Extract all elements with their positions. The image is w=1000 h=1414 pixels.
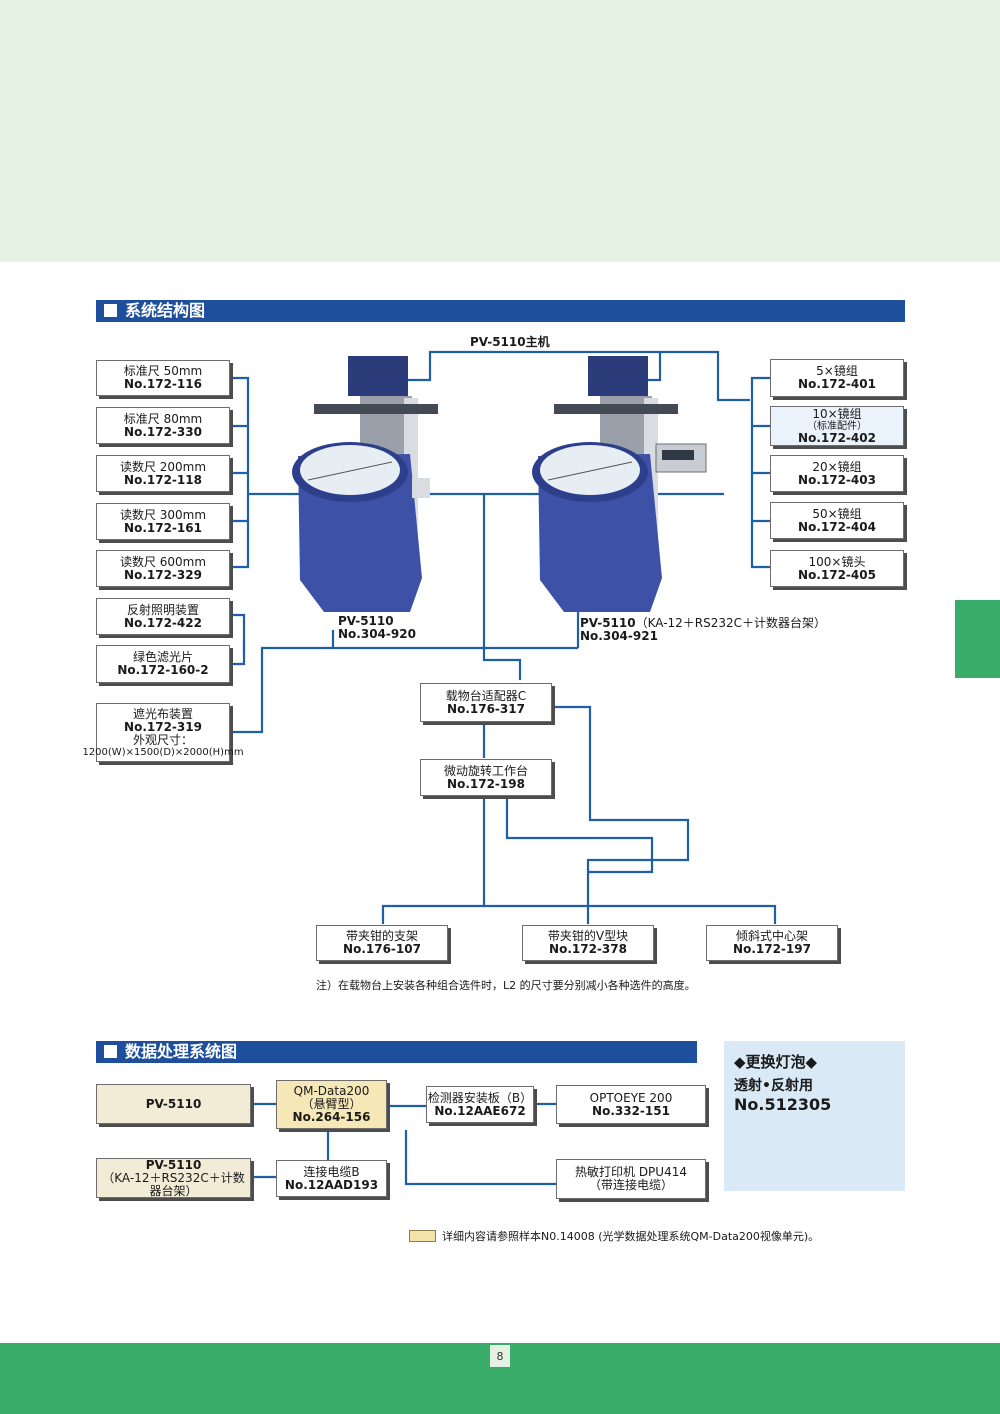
- connector-diagram: [230, 350, 777, 1186]
- lamp-part-number: 透射•反射用 No.512305: [734, 1078, 832, 1114]
- projector-left-illustration: [292, 356, 438, 612]
- square-icon: [104, 304, 117, 317]
- qm-data200-box: QM-Data200（悬臂型）No.264-156: [276, 1080, 387, 1129]
- side-tab: [955, 600, 1000, 678]
- section-header-data-system: 数据处理系统图: [96, 1041, 697, 1063]
- section-header-system-structure: 系统结构图: [96, 300, 905, 322]
- legend-text: 详细内容请参照样本N0.14008 (光学数据处理系统QM-Data200视像单…: [442, 1230, 820, 1243]
- legend-swatch: [409, 1230, 436, 1242]
- machine-right-label: PV-5110（KA-12＋RS232C＋计数器台架）No.304-921: [580, 616, 827, 643]
- lamp-replacement-panel: ◆更换灯泡◆ 透射•反射用 No.512305: [724, 1041, 905, 1191]
- lens-box: 10×镜组（标准配件）No.172-402: [770, 406, 904, 446]
- projector-right-illustration: [532, 356, 707, 612]
- section-title: 数据处理系统图: [125, 1042, 238, 1061]
- pv5110-box: PV-5110: [96, 1084, 251, 1124]
- lamp-title: ◆更换灯泡◆: [734, 1053, 818, 1071]
- footnote: 注）在载物台上安装各种组合选件时，L2 的尺寸要分别减小各种选件的高度。: [316, 979, 696, 992]
- pv5110-ka12-box: PV-5110（KA-12＋RS232C＋计数器台架）: [96, 1158, 251, 1198]
- page-number: 8: [490, 1345, 510, 1367]
- printer-box: 热敏打印机 DPU414（带连接电缆）: [556, 1159, 706, 1199]
- detector-plate-box: 检测器安装板（B）No.12AAE672: [426, 1086, 534, 1123]
- header-band: [0, 0, 1000, 262]
- main-unit-label: PV-5110主机: [470, 335, 550, 349]
- section-title: 系统结构图: [125, 301, 206, 320]
- square-icon: [104, 1045, 117, 1058]
